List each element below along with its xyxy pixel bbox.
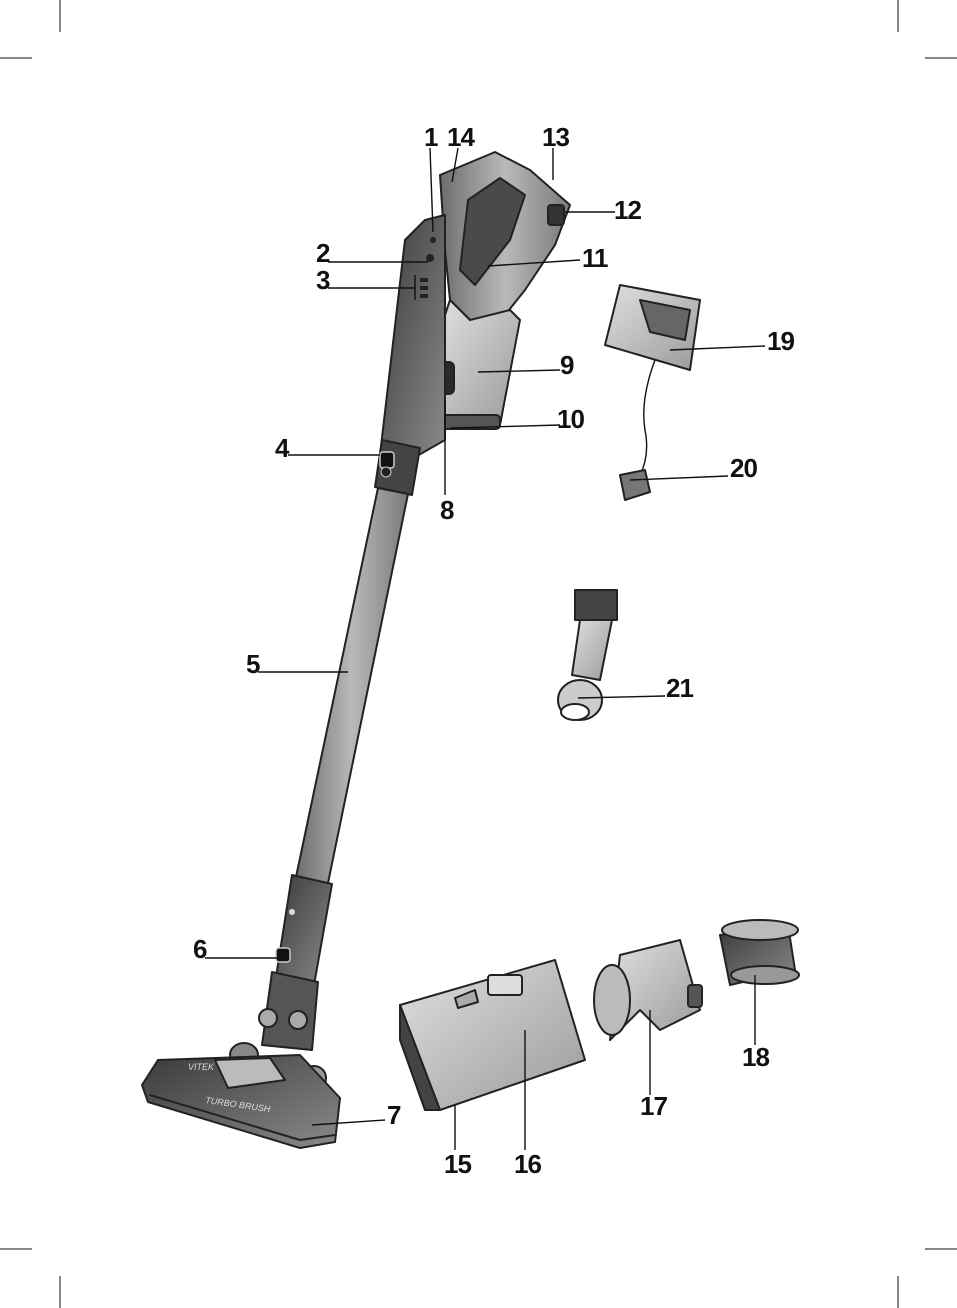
wall-mount-and-charger — [605, 285, 700, 500]
callout-4: 4 — [275, 433, 290, 463]
turbo-brush-head: VITEK TURBO BRUSH — [142, 875, 340, 1148]
callout-19: 19 — [767, 326, 794, 356]
handle-unit — [375, 152, 570, 495]
charge-port — [548, 205, 564, 225]
callout-18: 18 — [742, 1042, 769, 1072]
callout-1: 1 — [424, 122, 438, 152]
brush-brand-label: VITEK — [188, 1062, 215, 1072]
callout-11: 11 — [582, 243, 608, 273]
callout-6: 6 — [193, 934, 207, 964]
callout-17: 17 — [640, 1091, 667, 1121]
callout-21: 21 — [666, 673, 693, 703]
tube-release-button — [380, 452, 394, 468]
callout-8: 8 — [440, 495, 454, 525]
dust-container — [400, 960, 585, 1110]
callout-16: 16 — [514, 1149, 541, 1179]
callout-2: 2 — [316, 238, 330, 268]
callout-9: 9 — [560, 350, 574, 380]
hepa-filter — [720, 920, 799, 985]
callout-20: 20 — [730, 453, 757, 483]
callout-15: 15 — [444, 1149, 471, 1179]
callout-13: 13 — [542, 122, 569, 152]
cyclone-filter — [594, 940, 702, 1040]
callout-10: 10 — [557, 404, 584, 434]
callout-12: 12 — [614, 195, 641, 225]
callout-14: 14 — [447, 122, 475, 152]
crevice-brush — [558, 590, 617, 720]
extension-tube — [296, 488, 408, 883]
callout-7: 7 — [387, 1100, 401, 1130]
callout-3: 3 — [316, 265, 330, 295]
callout-5: 5 — [246, 649, 260, 679]
